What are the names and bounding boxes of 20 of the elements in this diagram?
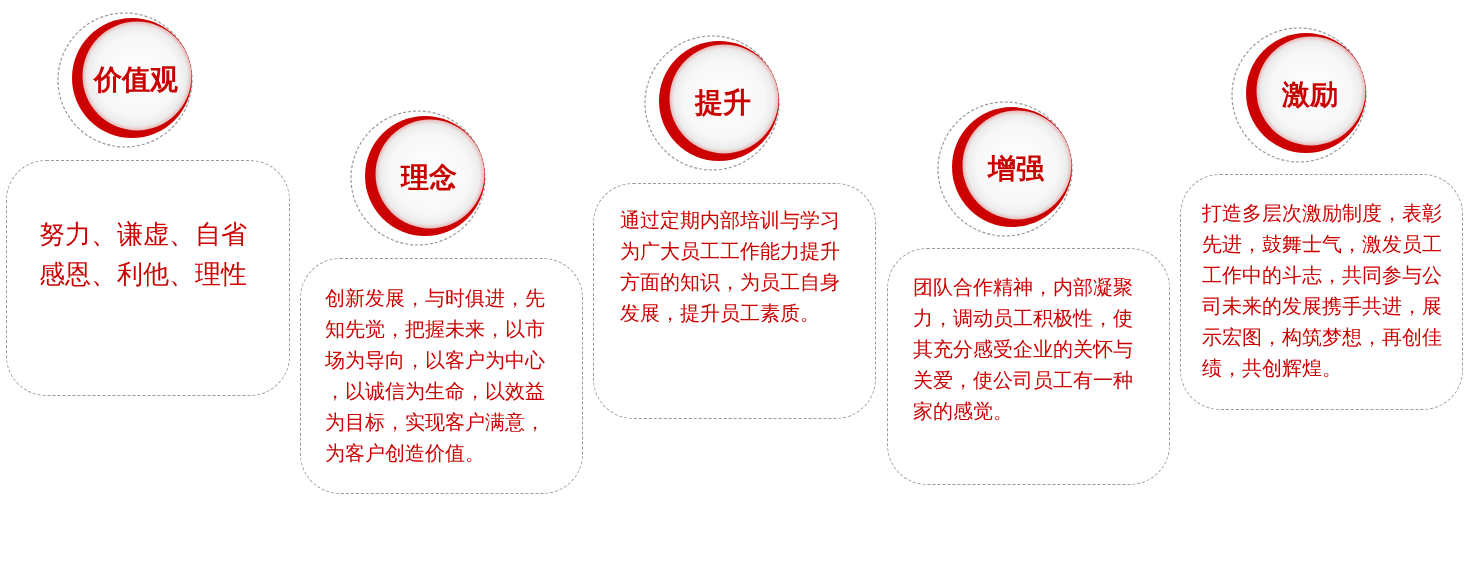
description-text: 团队合作精神，内部凝聚力，调动员工积极性，使其充分感受企业的关怀与关爱，使公司员工有一种家的感觉。 bbox=[913, 274, 1134, 425]
text-card bbox=[6, 160, 290, 396]
text-card bbox=[887, 248, 1170, 485]
title-badge bbox=[644, 35, 780, 171]
text-card bbox=[1180, 174, 1463, 410]
title-badge bbox=[350, 110, 486, 246]
description-text: 打造多层次激励制度，表彰先进，鼓舞士气，激发员工工作中的斗志，共同参与公司未来的发展携手共进，展示宏图，构筑梦想，再创佳绩，共创辉煌。 bbox=[1202, 200, 1443, 382]
text-card bbox=[300, 258, 583, 494]
heading-text: 价值观 bbox=[94, 63, 178, 97]
heading-text: 激励 bbox=[1282, 78, 1338, 112]
heading-text: 提升 bbox=[695, 86, 751, 120]
text-card bbox=[593, 183, 876, 419]
description-text: 努力、谦虚、自省感恩、利他、理性 bbox=[39, 218, 248, 291]
heading-text: 增强 bbox=[988, 152, 1044, 186]
title-badge bbox=[1231, 27, 1367, 163]
description-text: 通过定期内部培训与学习为广大员工工作能力提升方面的知识，为员工自身发展，提升员工素质。 bbox=[620, 207, 841, 327]
title-badge bbox=[57, 12, 193, 148]
description-text: 创新发展，与时俱进，先知先觉，把握未来，以市场为导向，以客户为中心，以诚信为生命，以效益为目标，实现客户满意，为客户创造价值。 bbox=[325, 285, 546, 467]
heading-text: 理念 bbox=[401, 161, 457, 195]
title-badge bbox=[937, 101, 1073, 237]
